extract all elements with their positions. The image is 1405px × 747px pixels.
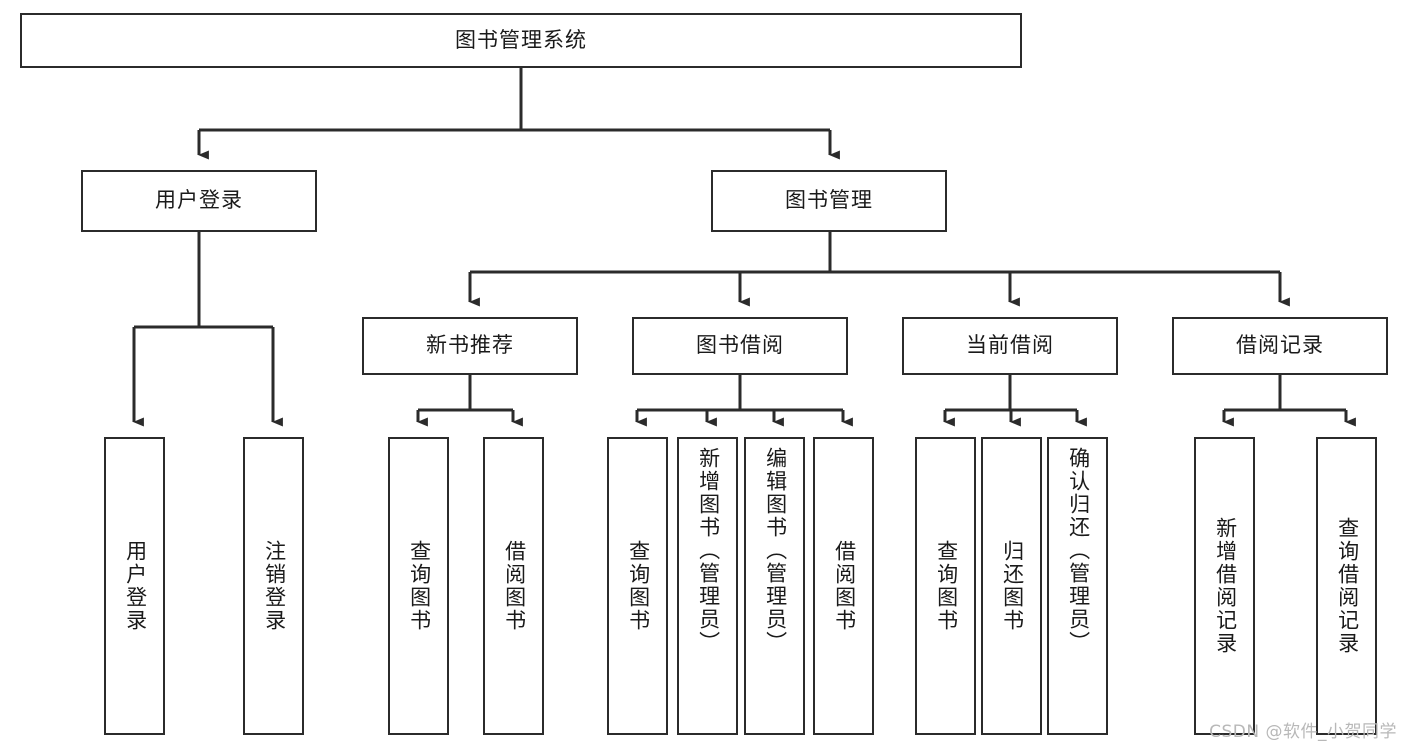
- leaf-return-book[interactable]: 归还图书: [981, 437, 1042, 735]
- leaf-user-login[interactable]: 用户登录: [104, 437, 165, 735]
- leaf-borrow-book-newbook[interactable]: 借阅图书: [483, 437, 544, 735]
- leaf-query-book-newbook[interactable]: 查询图书: [388, 437, 449, 735]
- leaf-query-borrow-record[interactable]: 查询借阅记录: [1316, 437, 1377, 735]
- node-user-login[interactable]: 用户登录: [81, 170, 317, 232]
- node-book-borrow[interactable]: 图书借阅: [632, 317, 848, 375]
- leaf-confirm-return-admin[interactable]: 确认归还（管理员）: [1047, 437, 1108, 735]
- leaf-borrow-book[interactable]: 借阅图书: [813, 437, 874, 735]
- leaf-logout[interactable]: 注销登录: [243, 437, 304, 735]
- csdn-watermark: CSDN @软件_小贺同学: [1209, 722, 1397, 742]
- leaf-add-borrow-record[interactable]: 新增借阅记录: [1194, 437, 1255, 735]
- node-new-book-recommend[interactable]: 新书推荐: [362, 317, 578, 375]
- node-borrow-record[interactable]: 借阅记录: [1172, 317, 1388, 375]
- node-current-borrow[interactable]: 当前借阅: [902, 317, 1118, 375]
- leaf-query-book-borrow[interactable]: 查询图书: [607, 437, 668, 735]
- leaf-add-book-admin[interactable]: 新增图书（管理员）: [677, 437, 738, 735]
- leaf-edit-book-admin[interactable]: 编辑图书（管理员）: [744, 437, 805, 735]
- node-root[interactable]: 图书管理系统: [20, 13, 1022, 68]
- leaf-query-book-current[interactable]: 查询图书: [915, 437, 976, 735]
- node-book-management[interactable]: 图书管理: [711, 170, 947, 232]
